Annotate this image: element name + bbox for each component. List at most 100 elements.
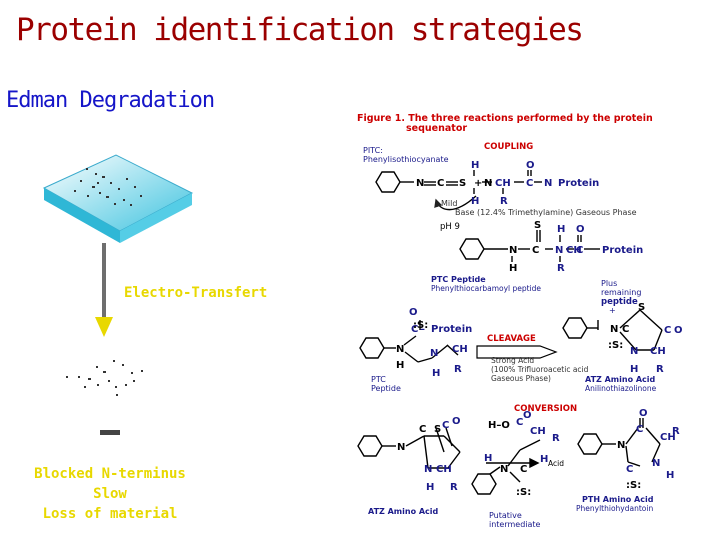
svg-text:H: H [540,454,548,465]
svg-text:O: O [452,416,461,427]
figure-caption-2: sequenator [406,123,467,134]
protein-band [100,430,120,435]
svg-text:CH: CH [495,178,511,189]
mild-label: Mild [441,199,457,208]
svg-text:H: H [666,470,674,481]
svg-text:C: C [520,464,527,475]
svg-text:N: N [430,348,438,359]
strong-acid: Strong Acid [491,356,534,365]
svg-text:S: S [434,424,441,435]
svg-text:N: N [424,464,432,475]
svg-text:R: R [500,196,508,207]
svg-text:R: R [656,364,664,375]
svg-text:N: N [397,442,405,453]
svg-text:CH: CH [530,426,546,437]
acid-label: Acid [548,459,564,468]
coupling-structures [375,170,542,211]
svg-text:S: S [534,220,541,231]
ptc-peptide-sub: Phenylthiocarbamoyl peptide [431,284,541,293]
svg-text:N: N [544,178,552,189]
cleavage-heading: CLEAVAGE [487,334,536,344]
svg-text:CH: CH [650,346,666,357]
svg-text:N: N [500,464,508,475]
figure-caption: Figure 1. The three reactions performed … [357,113,653,124]
svg-text:H–O: H–O [488,420,510,431]
limitation-item: Slow [93,486,127,502]
svg-text:C: C [626,464,633,475]
svg-text:N: N [509,245,517,256]
svg-text:H: H [630,364,638,375]
svg-text:H: H [432,368,440,379]
svg-text::S:: :S: [626,480,641,491]
ptc-peptide-label: PTC Peptide [431,275,486,284]
transfer-arrowhead [95,317,113,337]
svg-text:N: N [416,178,424,189]
peptide-label: peptide [601,297,638,307]
svg-text:C: C [622,324,629,335]
svg-text:N: N [396,344,404,355]
cleavage-protein: Protein [431,324,472,335]
svg-text:CH: CH [566,245,582,256]
svg-text::S:: :S: [608,340,623,351]
svg-text:N: N [610,324,618,335]
ptc-label-2: PTC [371,375,386,384]
svg-text:N: N [617,440,625,451]
svg-text:CH: CH [452,344,468,355]
svg-text:O: O [523,410,532,421]
svg-text:O: O [409,307,418,318]
svg-text:H: H [396,360,404,371]
svg-text::S:: :S: [413,320,428,331]
base-label: Base (12.4% Trimethylamine) Gaseous Phas… [455,208,637,217]
svg-text:N: N [484,178,492,189]
gaseous-label: Gaseous Phase) [491,374,551,383]
limitation-item: Blocked N-terminus [34,466,186,482]
svg-text:S: S [638,302,645,313]
svg-text:H: H [426,482,434,493]
svg-text:H: H [471,196,479,207]
svg-text:H: H [509,263,517,274]
svg-text:C: C [532,245,539,256]
pvdf-membrane [42,154,194,243]
atz-label-2: ATZ Amino Acid [368,507,439,516]
svg-text:H: H [471,160,479,171]
svg-text:C: C [442,420,449,431]
slide-subtitle: Edman Degradation [6,88,215,113]
svg-text:O: O [674,325,683,336]
svg-text:C: C [526,178,533,189]
ptc-peptide-structure [459,230,600,262]
putative-label: Putative [489,511,522,520]
pth-label: PTH Amino Acid [582,495,654,504]
svg-text:H: H [484,453,492,464]
ph-label: pH 9 [440,222,460,232]
coupling-heading: COUPLING [484,142,533,152]
svg-text:C: C [664,325,671,336]
svg-text:O: O [639,408,648,419]
plus-label: Plus [601,279,617,288]
electro-transfer-label: Electro-Transfert [124,285,268,301]
svg-text:CH: CH [436,464,452,475]
plus-sign: + [609,306,616,315]
svg-text:O: O [576,224,585,235]
svg-text:R: R [557,263,565,274]
svg-text:R: R [672,426,680,437]
svg-text:C: C [576,245,583,256]
svg-text:N: N [555,245,563,256]
cleavage-structures [359,309,663,363]
pth-sub: Phenylthiohydantoin [576,504,653,513]
svg-text:–: – [420,324,425,335]
svg-text:R: R [454,364,462,375]
svg-text:N: N [652,458,660,469]
svg-text::S:: :S: [516,487,531,498]
conversion-heading: CONVERSION [514,404,577,414]
slide-title: Protein identification strategies [16,12,584,48]
pitc-name: Phenylisothiocyanate [363,155,449,164]
svg-text:S: S [459,178,466,189]
conversion-structures [357,418,661,495]
svg-text:C: C [437,178,444,189]
ptc-protein: Protein [602,245,643,256]
svg-text:C: C [516,417,523,428]
